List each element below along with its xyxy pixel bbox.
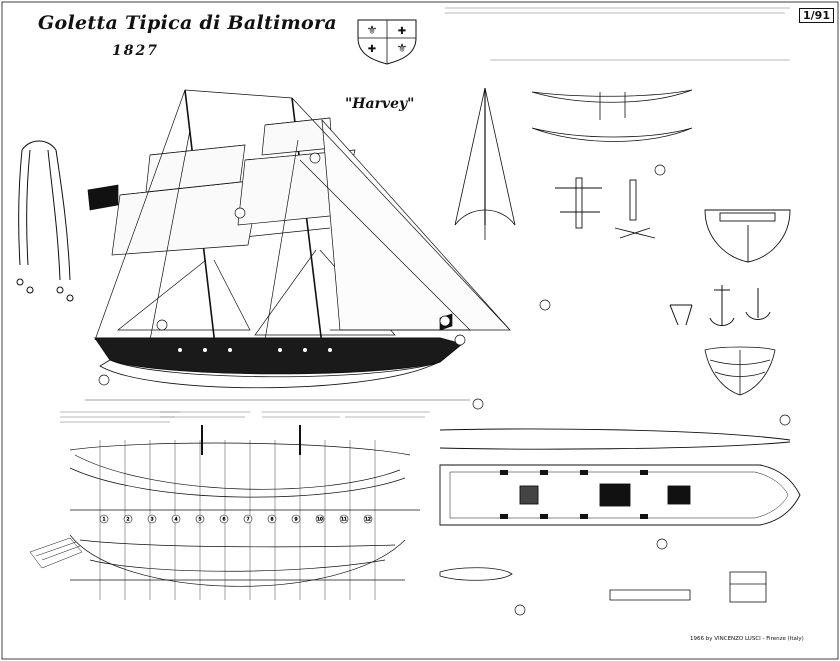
plan-title: Goletta Tipica di Baltimora [38,12,337,34]
anchor-details [669,285,771,326]
callout-number: 7 [247,517,250,523]
ship-name: "Harvey" [345,96,415,112]
stern-view [704,209,791,263]
callout-number: 3 [151,517,154,523]
svg-text:⚜: ⚜ [397,41,408,55]
boat-details-bottom [29,537,767,603]
rope-detail-left [16,140,74,302]
callout-number: 9 [295,517,298,523]
callout-number: 6 [223,517,226,523]
callout-markers [98,152,791,616]
bow-view [704,346,776,396]
plan-year: 1827 [112,43,159,59]
callout-number: 5 [199,517,202,523]
svg-text:✚: ✚ [368,44,376,55]
capstan-detail [555,177,656,239]
deck-plan [439,428,801,526]
callout-number: 2 [127,517,130,523]
callout-number: 10 [317,517,323,523]
svg-text:✚: ✚ [398,26,406,37]
callout-number: 8 [271,517,274,523]
crest-emblem: ⚜ ✚ ✚ ⚜ [357,19,417,65]
mast-detail [454,87,516,240]
svg-text:⚜: ⚜ [367,23,378,37]
callout-number: 4 [175,517,178,523]
sail-plan-profile [87,89,511,346]
hull-profile [85,337,470,401]
credit-line: 1966 by VINCENZO LUSCI - Firenze (Italy) [690,636,804,642]
callout-number: 1 [103,517,106,523]
boat-plans-top-right [531,89,693,142]
callout-number: 11 [341,517,347,523]
hull-lines-plan [69,425,420,600]
callout-number: 12 [365,517,371,523]
sheet-number: 1/91 [799,8,834,23]
annotation-text-blocks [60,7,790,423]
